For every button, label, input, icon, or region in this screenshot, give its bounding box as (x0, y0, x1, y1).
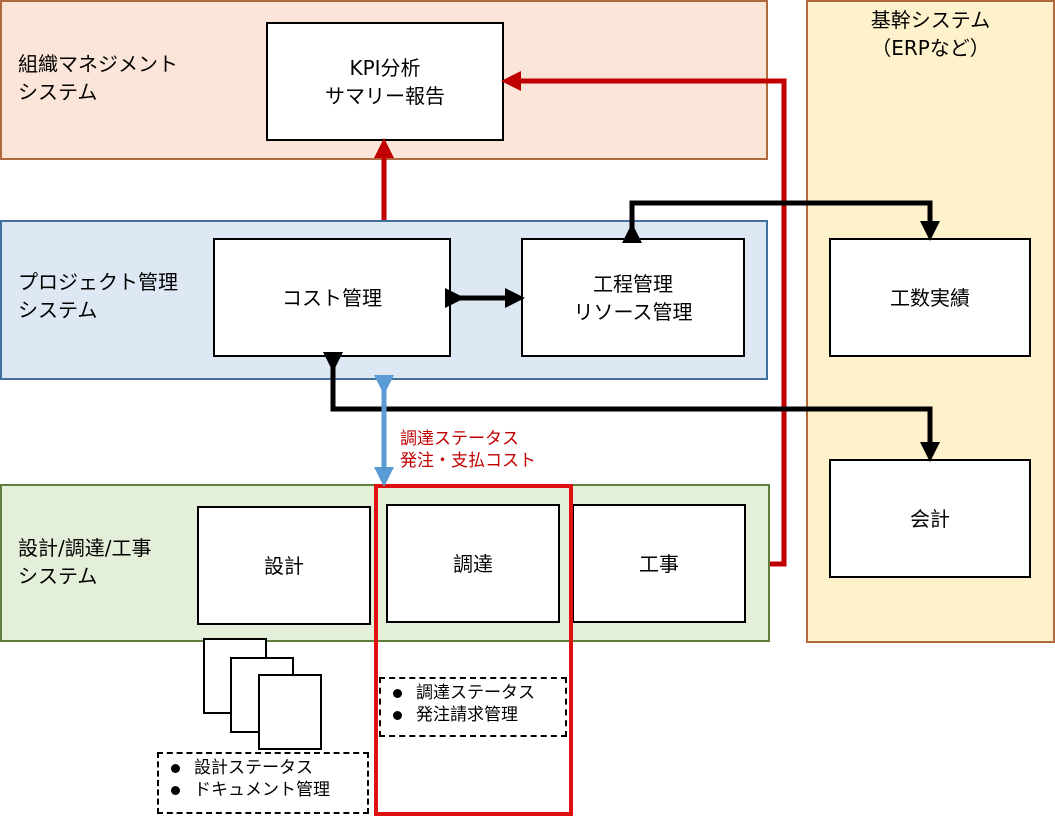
note-item: 設計ステータス (171, 757, 367, 779)
project-management-layer-title: プロジェクト管理 システム (18, 270, 178, 322)
procurement-box: 調達 (386, 504, 560, 623)
note-item: 発注請求管理 (393, 704, 565, 726)
note-item: ドキュメント管理 (171, 779, 367, 801)
cost-management-box: コスト管理 (213, 238, 451, 357)
bullet-icon (393, 688, 402, 698)
bullet-icon (393, 710, 402, 720)
kpi-summary-box: KPI分析 サマリー報告 (266, 22, 504, 141)
org-management-layer-title: 組織マネジメント システム (18, 52, 178, 104)
procurement-flow-label: 調達ステータス 発注・支払コスト (400, 429, 536, 471)
design-box: 設計 (197, 506, 371, 625)
bullet-icon (171, 763, 180, 773)
construction-box: 工事 (572, 504, 746, 623)
design-note: 設計ステータス ドキュメント管理 (157, 752, 369, 814)
schedule-resource-box: 工程管理 リソース管理 (521, 238, 745, 357)
accounting-box: 会計 (829, 459, 1031, 578)
document-icon (258, 674, 322, 750)
note-item: 調達ステータス (393, 682, 565, 704)
erp-layer-title: 基幹システム （ERPなど） (870, 8, 991, 60)
bullet-icon (171, 785, 180, 795)
manhours-box: 工数実績 (829, 238, 1031, 357)
procurement-note: 調達ステータス 発注請求管理 (379, 677, 567, 737)
design-procurement-construction-layer-title: 設計/調達/工事 システム (18, 536, 152, 588)
